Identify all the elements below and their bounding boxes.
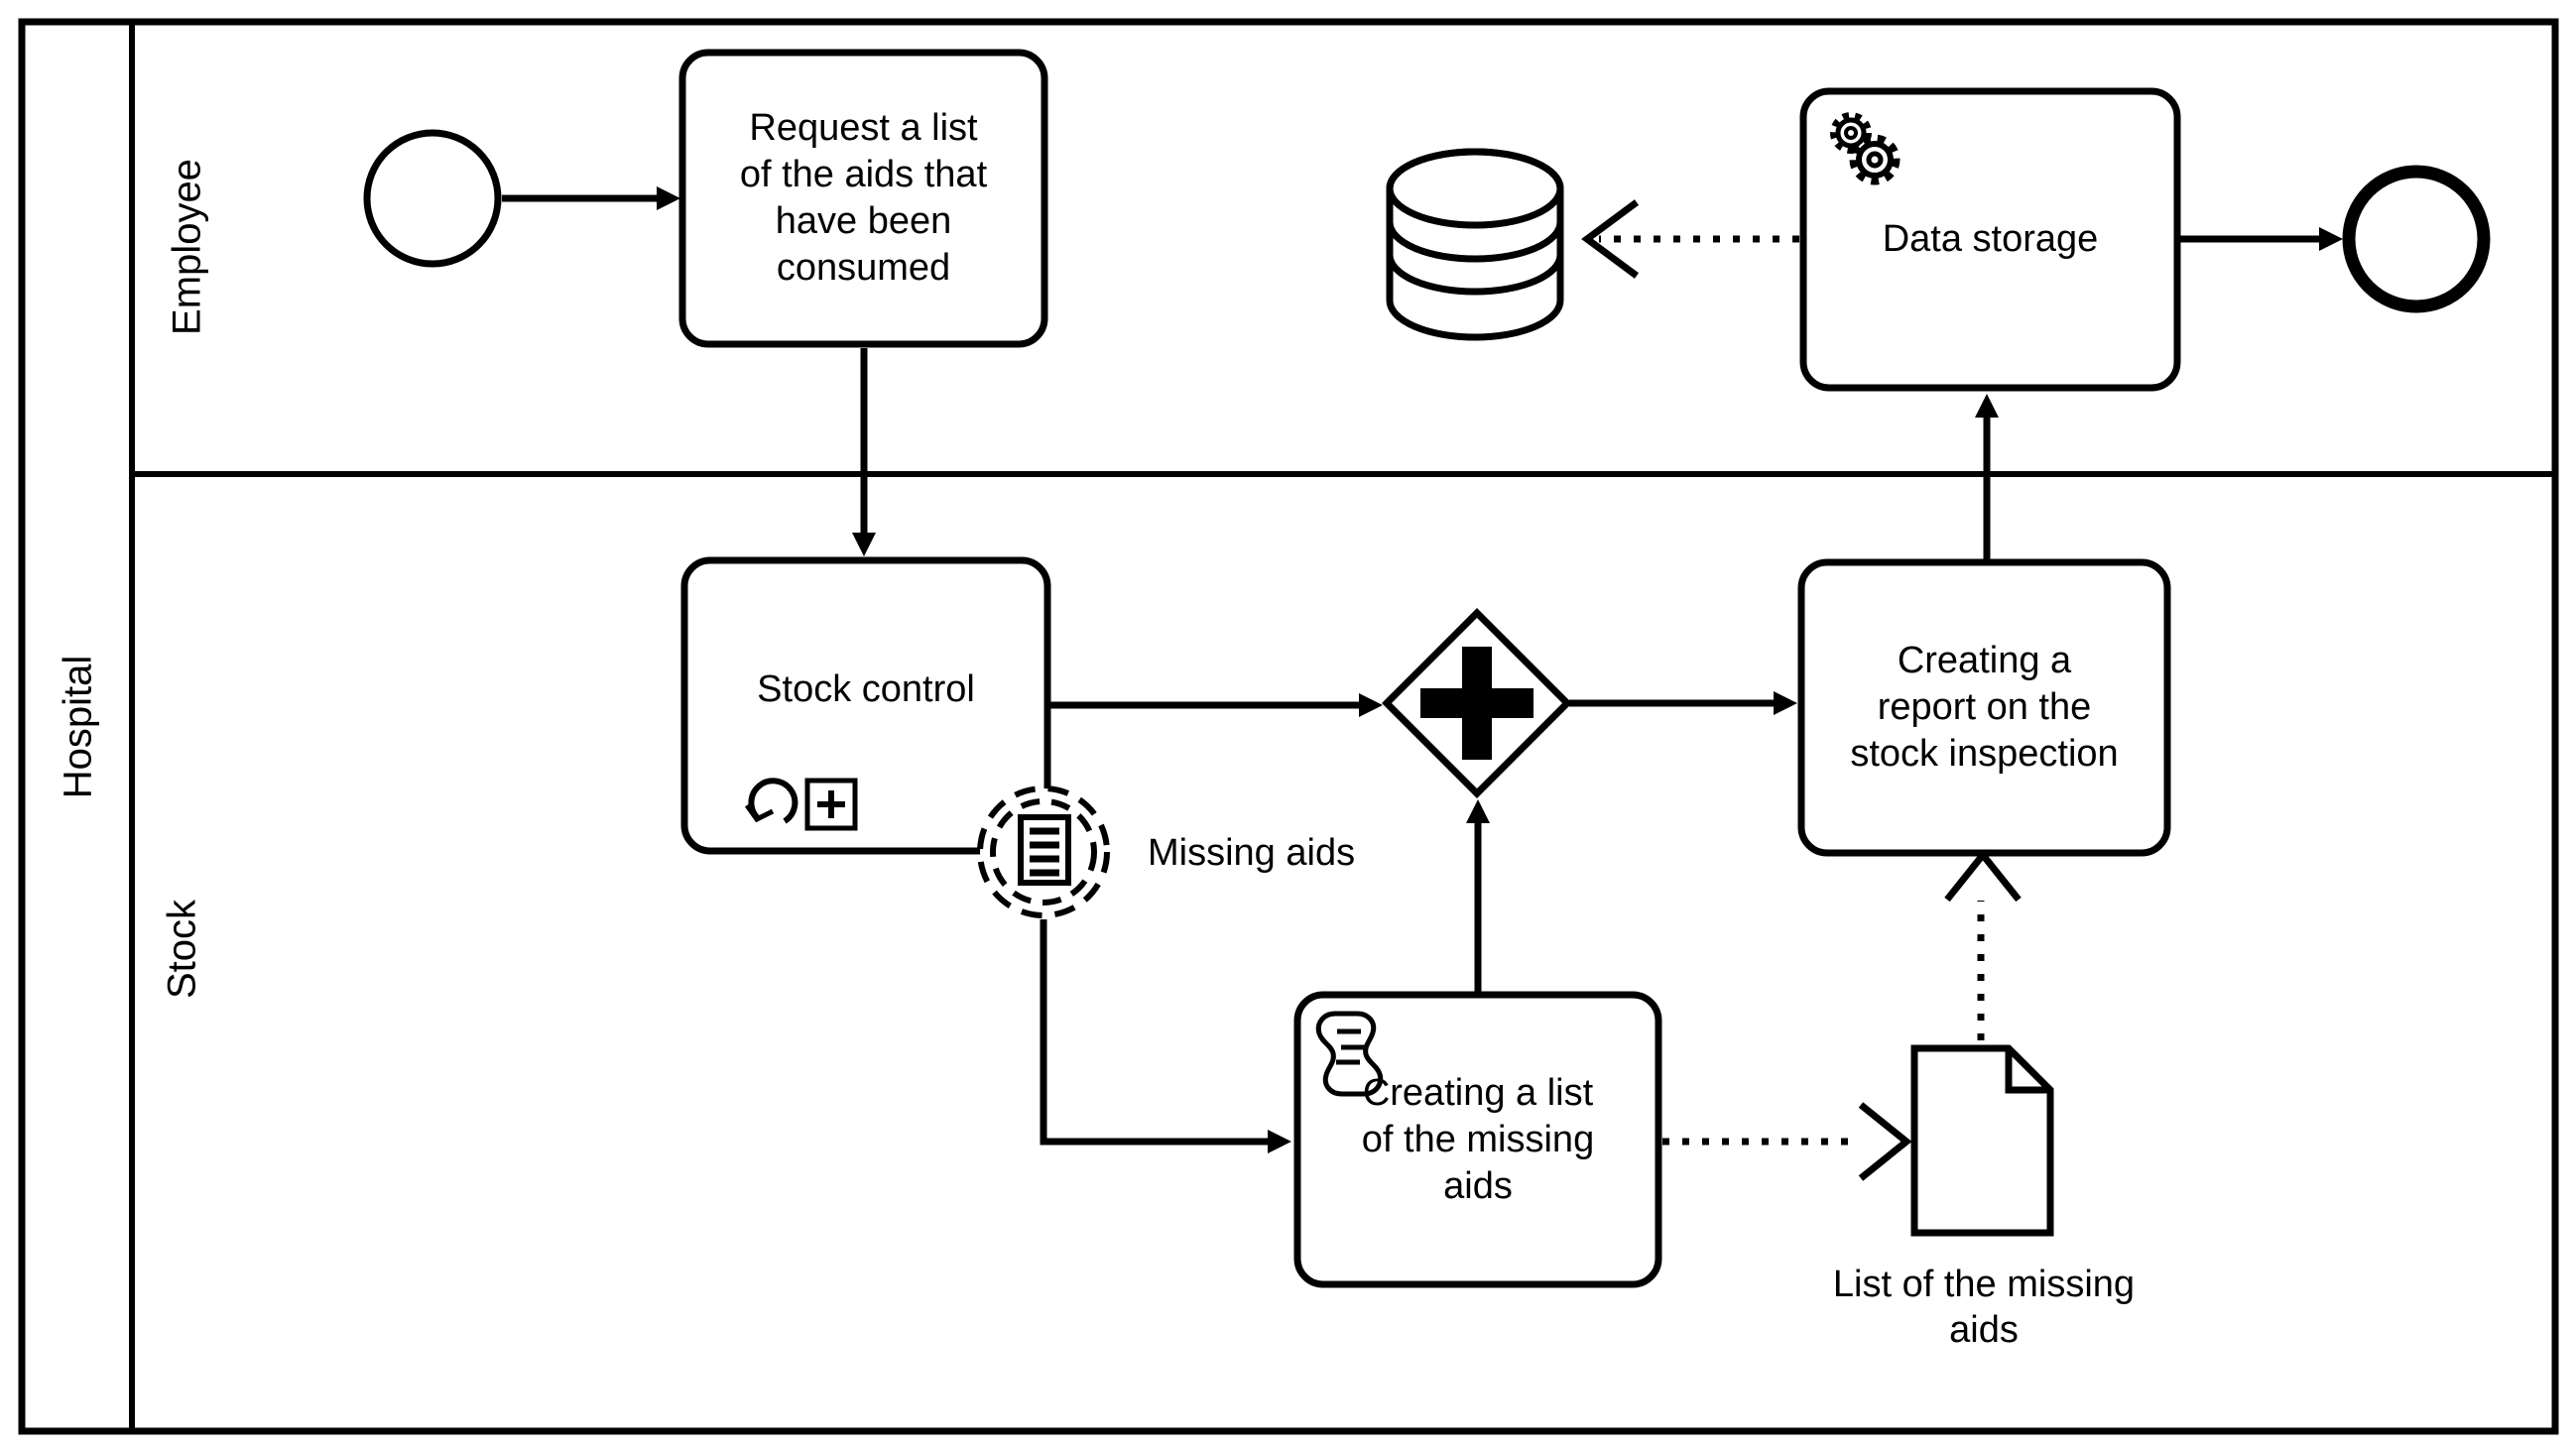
end-event[interactable] xyxy=(2342,165,2491,313)
task-data-storage-label: Data storage xyxy=(1882,218,2099,260)
task-request-list-label: Request a list of the aids that have bee… xyxy=(739,107,988,289)
open-arrowhead xyxy=(1858,1102,1912,1181)
pool-label-hospital[interactable]: Hospital xyxy=(56,655,100,799)
task-data-storage[interactable] xyxy=(1799,87,2181,392)
plus-icon xyxy=(1420,647,1533,760)
start-event[interactable] xyxy=(363,129,502,268)
lane-label-stock[interactable]: Stock xyxy=(160,899,204,1000)
pool-hospital[interactable] xyxy=(18,18,2559,1435)
database-cylinder[interactable] xyxy=(1386,148,1564,341)
parallel-gateway[interactable] xyxy=(1382,608,1572,798)
task-creating-list-label: Creating a list of the missing aids xyxy=(1361,1071,1595,1207)
lane-label-employee[interactable]: Employee xyxy=(165,159,209,335)
scroll-icon xyxy=(1315,1011,1384,1097)
plus-square-icon xyxy=(804,778,858,831)
task-creating-report[interactable] xyxy=(1797,558,2171,857)
task-stock-control-label: Stock control xyxy=(757,667,975,710)
open-arrowhead xyxy=(1581,199,1640,279)
loop-arrow-icon xyxy=(744,778,798,824)
boundary-event-label[interactable]: Missing aids xyxy=(1148,832,1356,874)
task-stock-control[interactable] xyxy=(680,556,1051,855)
task-request-list[interactable] xyxy=(678,49,1048,348)
task-creating-list[interactable] xyxy=(1293,991,1662,1288)
data-object-label[interactable]: List of the missing aids xyxy=(1832,1264,2136,1351)
open-arrowhead xyxy=(1944,849,2022,903)
task-creating-report-label: Creating a report on the stock inspectio… xyxy=(1850,640,2119,775)
document-shape[interactable] xyxy=(1910,1044,2054,1237)
lined-document-icon xyxy=(1018,814,1071,886)
boundary-event-missing-aids[interactable] xyxy=(977,785,1110,918)
gear-icon xyxy=(1830,112,1901,185)
flow-boundary-to-creating-list[interactable] xyxy=(1040,919,1291,1153)
